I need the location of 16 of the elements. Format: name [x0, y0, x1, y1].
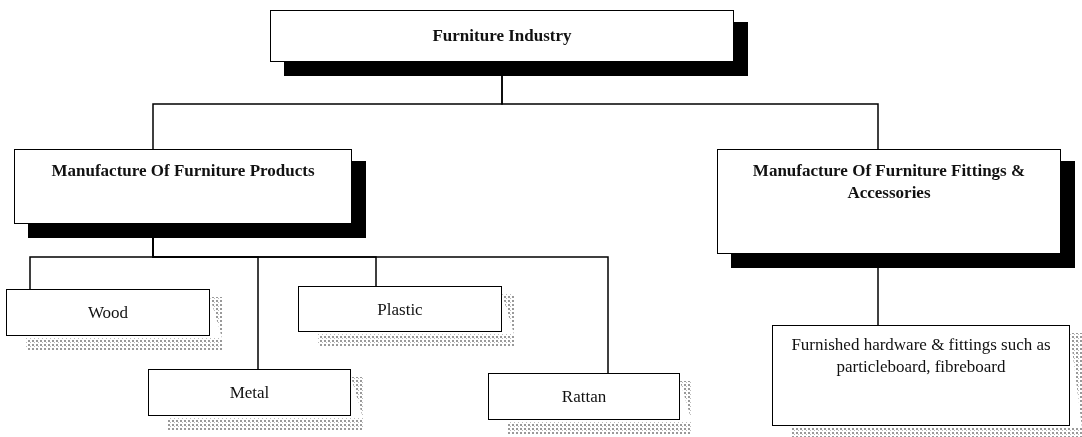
category-box	[772, 325, 1070, 426]
heading-box	[14, 149, 352, 224]
category-box	[6, 289, 210, 336]
box-label: Manufacture Of Furniture Fittings & Accessories	[751, 160, 1027, 205]
category-box	[148, 369, 351, 416]
heading-box	[270, 10, 734, 62]
category-box	[488, 373, 680, 420]
box-label: Furniture Industry	[431, 25, 573, 47]
category-box	[298, 286, 502, 332]
heading-box	[717, 149, 1061, 254]
box-label: Wood	[86, 302, 130, 324]
box-label: Furnished hardware & fittings such as particleboard, fibreboard	[790, 334, 1052, 379]
box-label: Rattan	[560, 386, 608, 408]
box-label: Plastic	[376, 299, 424, 321]
box-label: Metal	[228, 382, 271, 404]
box-label: Manufacture Of Furniture Products	[50, 160, 316, 182]
